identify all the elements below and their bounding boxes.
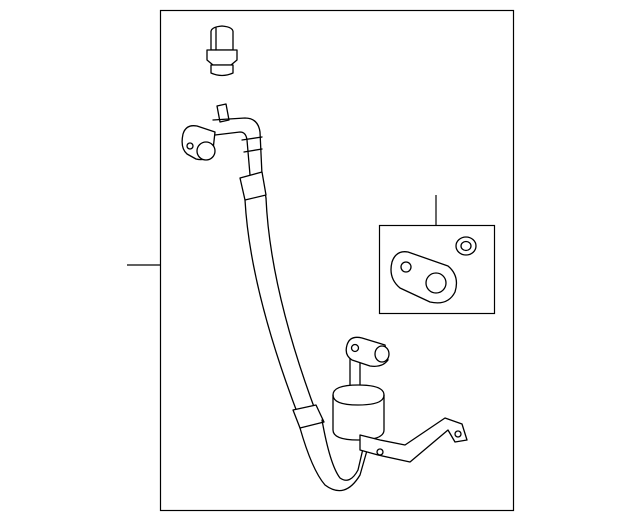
- diagram-frame: [159, 9, 515, 512]
- ac-hose-assembly[interactable]: [181, 103, 371, 492]
- pressure-switch[interactable]: [206, 25, 238, 77]
- receiver-drier[interactable]: [332, 336, 390, 441]
- mounting-bracket[interactable]: [359, 417, 468, 463]
- seal-kit-inset[interactable]: [378, 195, 496, 315]
